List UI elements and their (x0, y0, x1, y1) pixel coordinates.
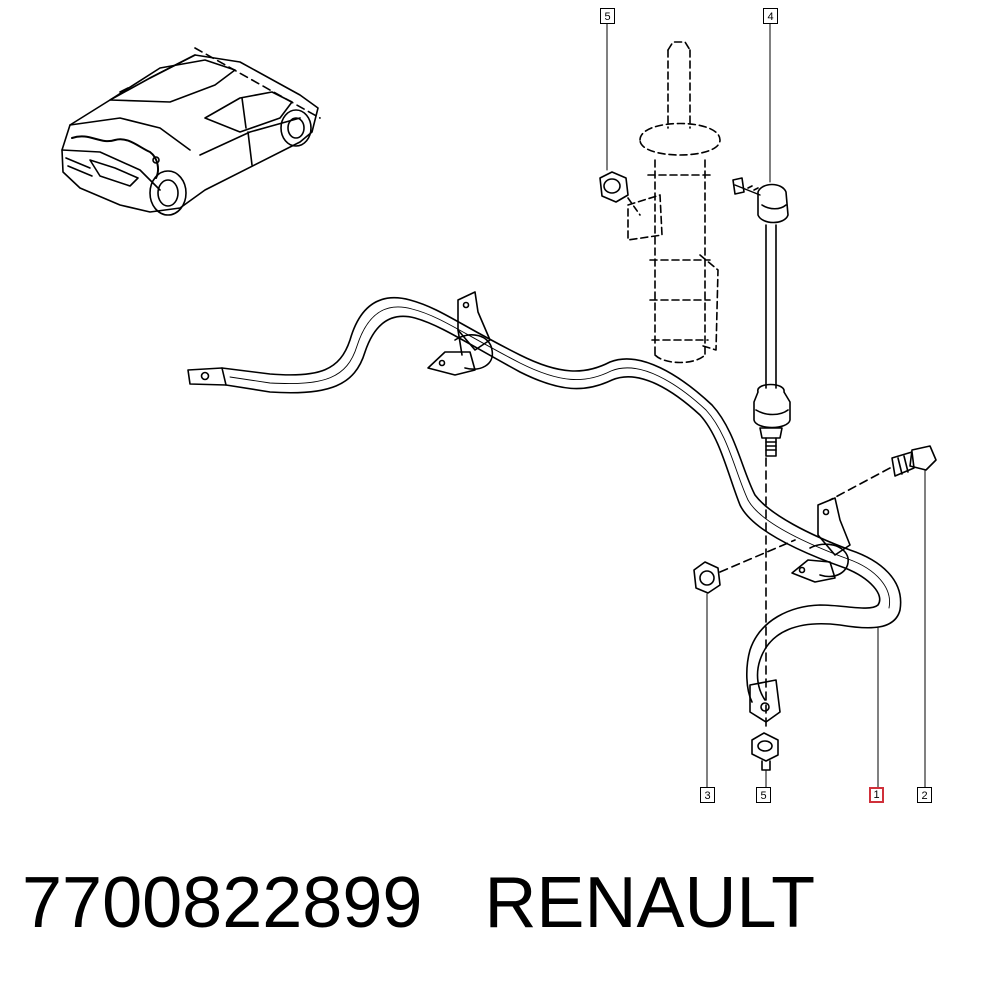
callout-5-top[interactable]: 5 (600, 8, 615, 24)
strut-assembly (627, 41, 721, 364)
car-location-thumbnail (61, 47, 321, 216)
brand-name: RENAULT (484, 863, 816, 943)
callout-1[interactable]: 1 (869, 787, 884, 803)
mounting-bolt (829, 445, 937, 788)
callout-4[interactable]: 4 (763, 8, 778, 24)
part-number: 7700822899 (22, 863, 423, 943)
stabilizer-link (732, 23, 791, 457)
left-clamp-bracket (427, 291, 494, 376)
top-nut (599, 23, 641, 216)
lower-nut (693, 539, 796, 788)
part-caption: 7700822899 RENAULT (22, 862, 815, 944)
callout-3[interactable]: 3 (700, 787, 715, 803)
lower-link-nut (751, 457, 779, 788)
callout-2[interactable]: 2 (917, 787, 932, 803)
callout-5-bottom[interactable]: 5 (756, 787, 771, 803)
right-clamp-bracket (791, 497, 851, 583)
stabilizer-bar (187, 296, 902, 723)
